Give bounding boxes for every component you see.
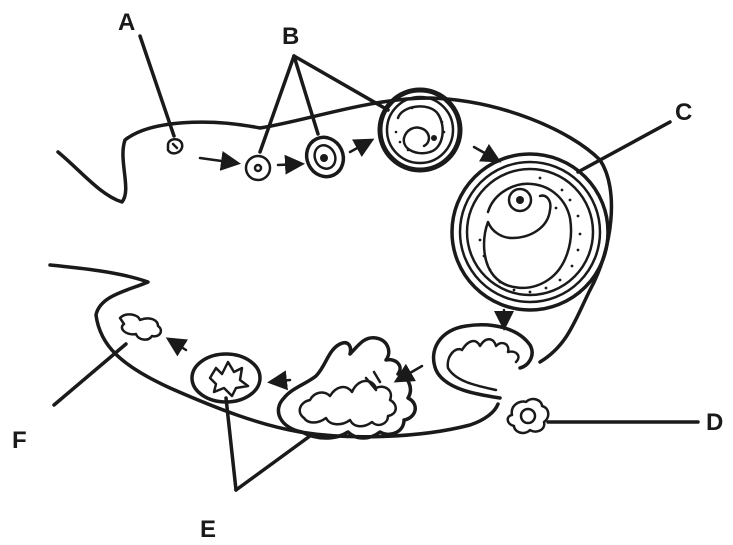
arrow-albicans-to-remnant — [170, 340, 186, 350]
primordial-follicle — [168, 139, 182, 153]
secondary-follicle — [300, 131, 350, 182]
arrow-luteum-to-albicans — [272, 380, 290, 382]
leader-a — [140, 36, 174, 136]
label-d: D — [706, 409, 723, 436]
ovary-outline-upper — [58, 98, 611, 362]
label-c: C — [675, 99, 692, 126]
label-a: A — [118, 9, 135, 36]
leader-b-1 — [260, 56, 294, 152]
corpus-albicans — [192, 354, 260, 402]
leader-f — [54, 344, 126, 405]
graafian-follicle — [452, 154, 608, 310]
label-f: F — [12, 427, 27, 454]
leader-c — [578, 122, 670, 172]
arrow-b2-to-b3 — [350, 141, 370, 152]
scar-remnant — [120, 314, 161, 339]
released-ovum — [508, 399, 549, 433]
leader-e-2 — [236, 436, 310, 490]
corpus-luteum — [278, 338, 415, 438]
label-e: E — [200, 516, 216, 543]
primary-follicle — [246, 156, 270, 180]
arrow-b1-to-b2 — [278, 164, 300, 165]
arrow-b3-to-c — [474, 147, 497, 160]
arrow-a-to-b1 — [200, 158, 236, 163]
early-antral-follicle — [380, 90, 460, 170]
label-b: B — [282, 23, 299, 50]
ruptured-follicle — [434, 325, 533, 398]
